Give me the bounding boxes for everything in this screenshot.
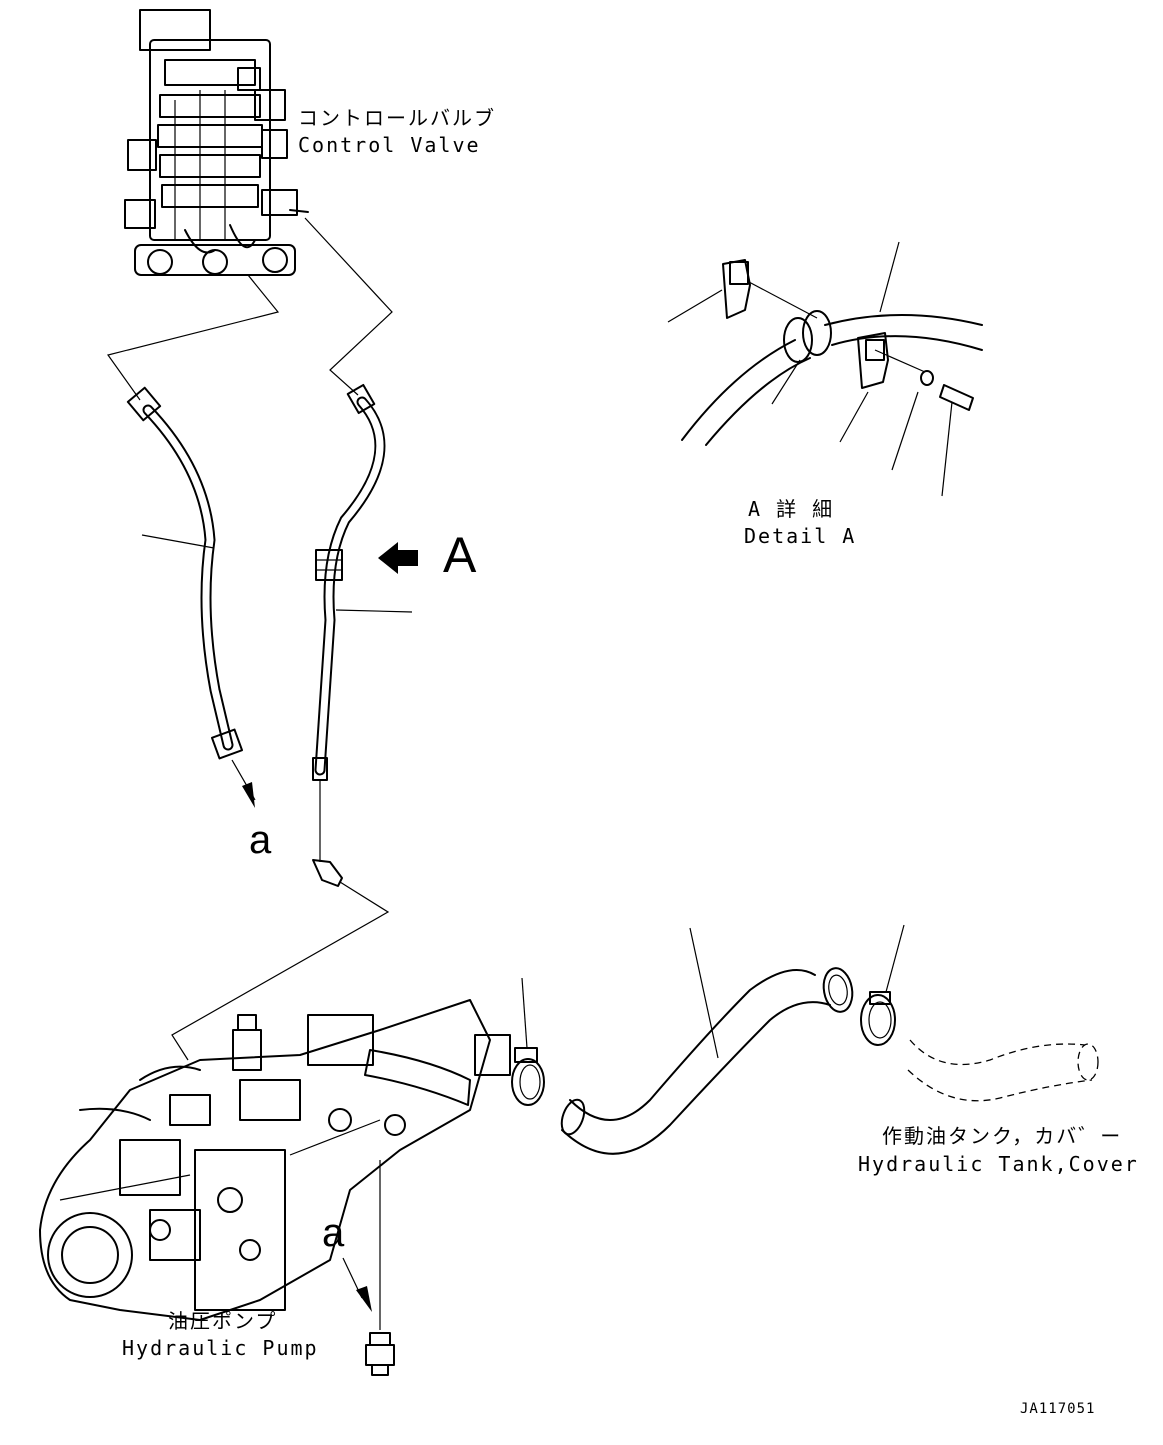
pump-jp: 油圧ポンプ [168,1309,277,1333]
ref-a-arrow [356,1286,372,1312]
return-pipe [560,927,854,1155]
detail-a-en: Detail A [744,524,856,548]
leader-cv-left [107,274,280,401]
leader-left-hose [141,534,215,549]
leader-right-hose [335,609,413,613]
ref-a-upper: a [249,818,272,862]
hose-clamp-left [511,977,545,1106]
tank-cover-en: Hydraulic Tank,Cover [858,1152,1139,1176]
elbow-fitting [171,780,390,1061]
right-hose [312,383,386,781]
control-valve-en: Control Valve [298,133,481,157]
ref-a-lower: a [322,1211,345,1255]
view-a-label: A [443,527,477,583]
view-arrow [378,542,418,574]
leader-cv-right [304,217,393,396]
tank-cover-jp: 作動油タンク，カバ゛ー [882,1124,1122,1148]
pump-en: Hydraulic Pump [122,1336,319,1360]
hydraulic-pump [39,999,511,1376]
detail-a [667,241,983,497]
tank-cover-phantom [907,1039,1099,1102]
control-valve [124,9,309,276]
control-valve-jp: コントロールバルブ [298,106,496,130]
drawing-code: JA117051 [1020,1401,1095,1417]
left-hose [126,386,256,808]
hose-clamp-right [860,924,905,1046]
detail-a-jp: A 詳 細 [748,497,834,521]
